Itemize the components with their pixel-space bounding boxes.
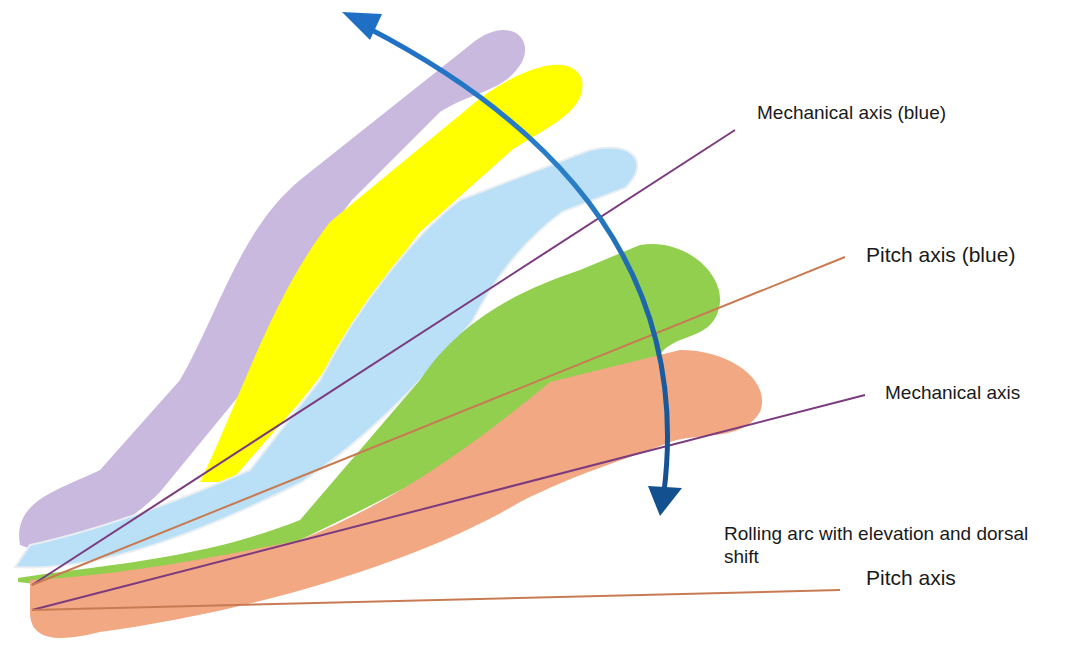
rolling-arc [368, 28, 668, 492]
pitch-axis-line [32, 590, 840, 610]
axis-label: Mechanical axis [885, 382, 1020, 405]
axis-label: Mechanical axis (blue) [757, 102, 946, 125]
axis-label: Pitch axis [866, 565, 956, 590]
mechanical-axis-line [32, 395, 865, 610]
pitch-axis-blue-line [32, 257, 845, 585]
mechanical-axis-blue-line [32, 130, 735, 585]
axis-label: Rolling arc with elevation and dorsal sh… [724, 523, 1044, 569]
axis-label: Pitch axis (blue) [866, 242, 1015, 267]
arc-arrowhead-bottom [648, 486, 682, 516]
arc-arrowhead-top [342, 12, 382, 40]
